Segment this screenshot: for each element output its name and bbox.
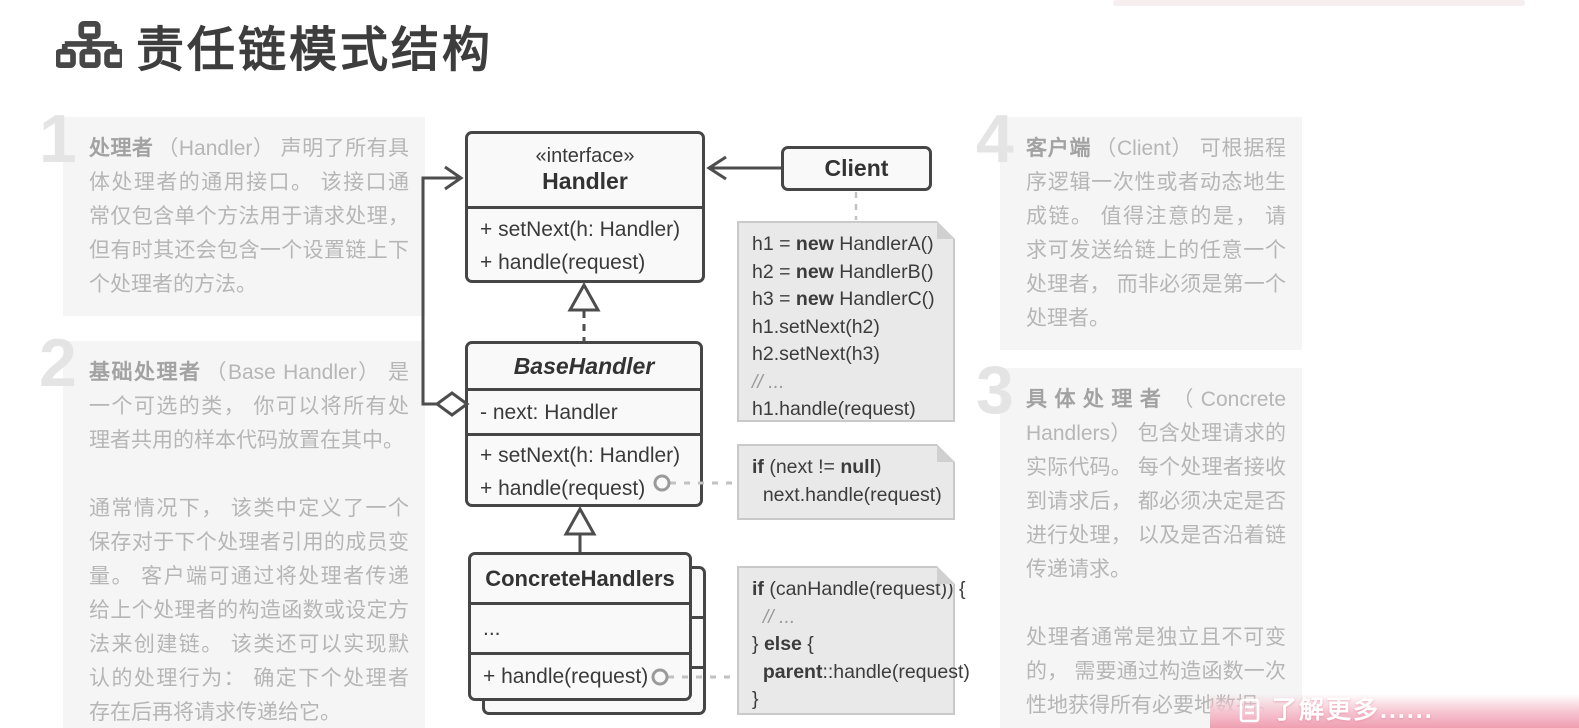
annotation-paragraph: 通常情况下， 该类中定义了一个保存对于下个处理者引用的成员变量。 客户端可通过将… — [89, 497, 409, 724]
method-label: + setNext(h: Handler) — [480, 218, 681, 241]
annotation-concrete-handlers: 3 具体处理者（Concrete Handlers） 包含处理请求的实际代码。 … — [976, 356, 1302, 728]
book-icon — [1239, 698, 1260, 723]
annotation-term: 具体处理者 — [1026, 388, 1169, 411]
top-progress-bar — [1113, 0, 1525, 6]
uml-class-concrete-handlers: ConcreteHandlers ... + handle(request) — [468, 552, 692, 701]
method-label: + handle(request) — [480, 251, 646, 274]
field-label: - next: Handler — [480, 400, 618, 424]
uml-class-base-handler: BaseHandler - next: Handler + setNext(h:… — [465, 341, 703, 507]
annotation-paragraph: （Handler） 声明了所有具体处理者的通用接口。 该接口通常仅包含单个方法用… — [89, 137, 409, 296]
annotation-term: 基础处理者 — [89, 361, 202, 384]
method-label: + handle(request) — [480, 477, 646, 500]
header: 责任链模式结构 — [56, 10, 493, 80]
annotation-term: 处理者 — [89, 137, 154, 160]
annotation-client: 4 客户端（Client） 可根据程序逻辑一次性或者动态地生成链。 值得注意的是… — [976, 105, 1302, 350]
class-name: ConcreteHandlers — [485, 565, 675, 591]
annotation-base-handler: 2 基础处理者（Base Handler） 是一个可选的类， 你可以将所有处理者… — [39, 329, 425, 728]
field-label: ... — [483, 617, 501, 640]
annotation-number: 1 — [39, 101, 77, 177]
annotation-number: 4 — [976, 101, 1014, 177]
class-name: BaseHandler — [513, 352, 655, 379]
method-label: + handle(request) — [483, 665, 649, 688]
method-label: + setNext(h: Handler) — [480, 444, 681, 467]
inheritance-arrow — [563, 505, 597, 552]
annotation-paragraph: （Concrete Handlers） 包含处理请求的实际代码。 每个处理者接收… — [1026, 388, 1287, 581]
annotation-paragraph: （Base Handler） 是一个可选的类， 你可以将所有处理者共用的样本代码… — [89, 361, 410, 452]
uml-class-handler-interface: «interface» Handler + setNext(h: Handler… — [465, 131, 705, 283]
annotation-term: 客户端 — [1026, 137, 1092, 160]
annotation-paragraph: （Client） 可根据程序逻辑一次性或者动态地生成链。 值得注意的是， 请求可… — [1026, 137, 1287, 330]
learn-more-banner[interactable]: 了解更多...... — [1210, 694, 1579, 728]
client-to-handler-arrow — [706, 155, 781, 181]
annotation-number: 3 — [976, 352, 1014, 428]
learn-more-label: 了解更多...... — [1272, 696, 1434, 724]
annotation-handler: 1 处理者（Handler） 声明了所有具体处理者的通用接口。 该接口通常仅包含… — [39, 105, 425, 316]
annotation-number: 2 — [39, 325, 77, 401]
class-name: Client — [824, 155, 889, 181]
client-code-note: h1 = new HandlerA()h2 = new HandlerB()h3… — [737, 221, 955, 422]
can-handle-note: if (canHandle(request)) { // ...} else {… — [737, 566, 970, 715]
stereotype-label: «interface» — [535, 145, 635, 167]
next-handle-note: if (next != null) next.handle(request) — [737, 444, 955, 520]
realization-arrow — [567, 281, 601, 341]
page-title: 责任链模式结构 — [136, 22, 494, 78]
sitemap-icon — [56, 21, 122, 68]
uml-class-client: Client — [781, 146, 932, 191]
aggregation-next-arrow — [421, 165, 470, 417]
class-name: Handler — [542, 168, 628, 194]
